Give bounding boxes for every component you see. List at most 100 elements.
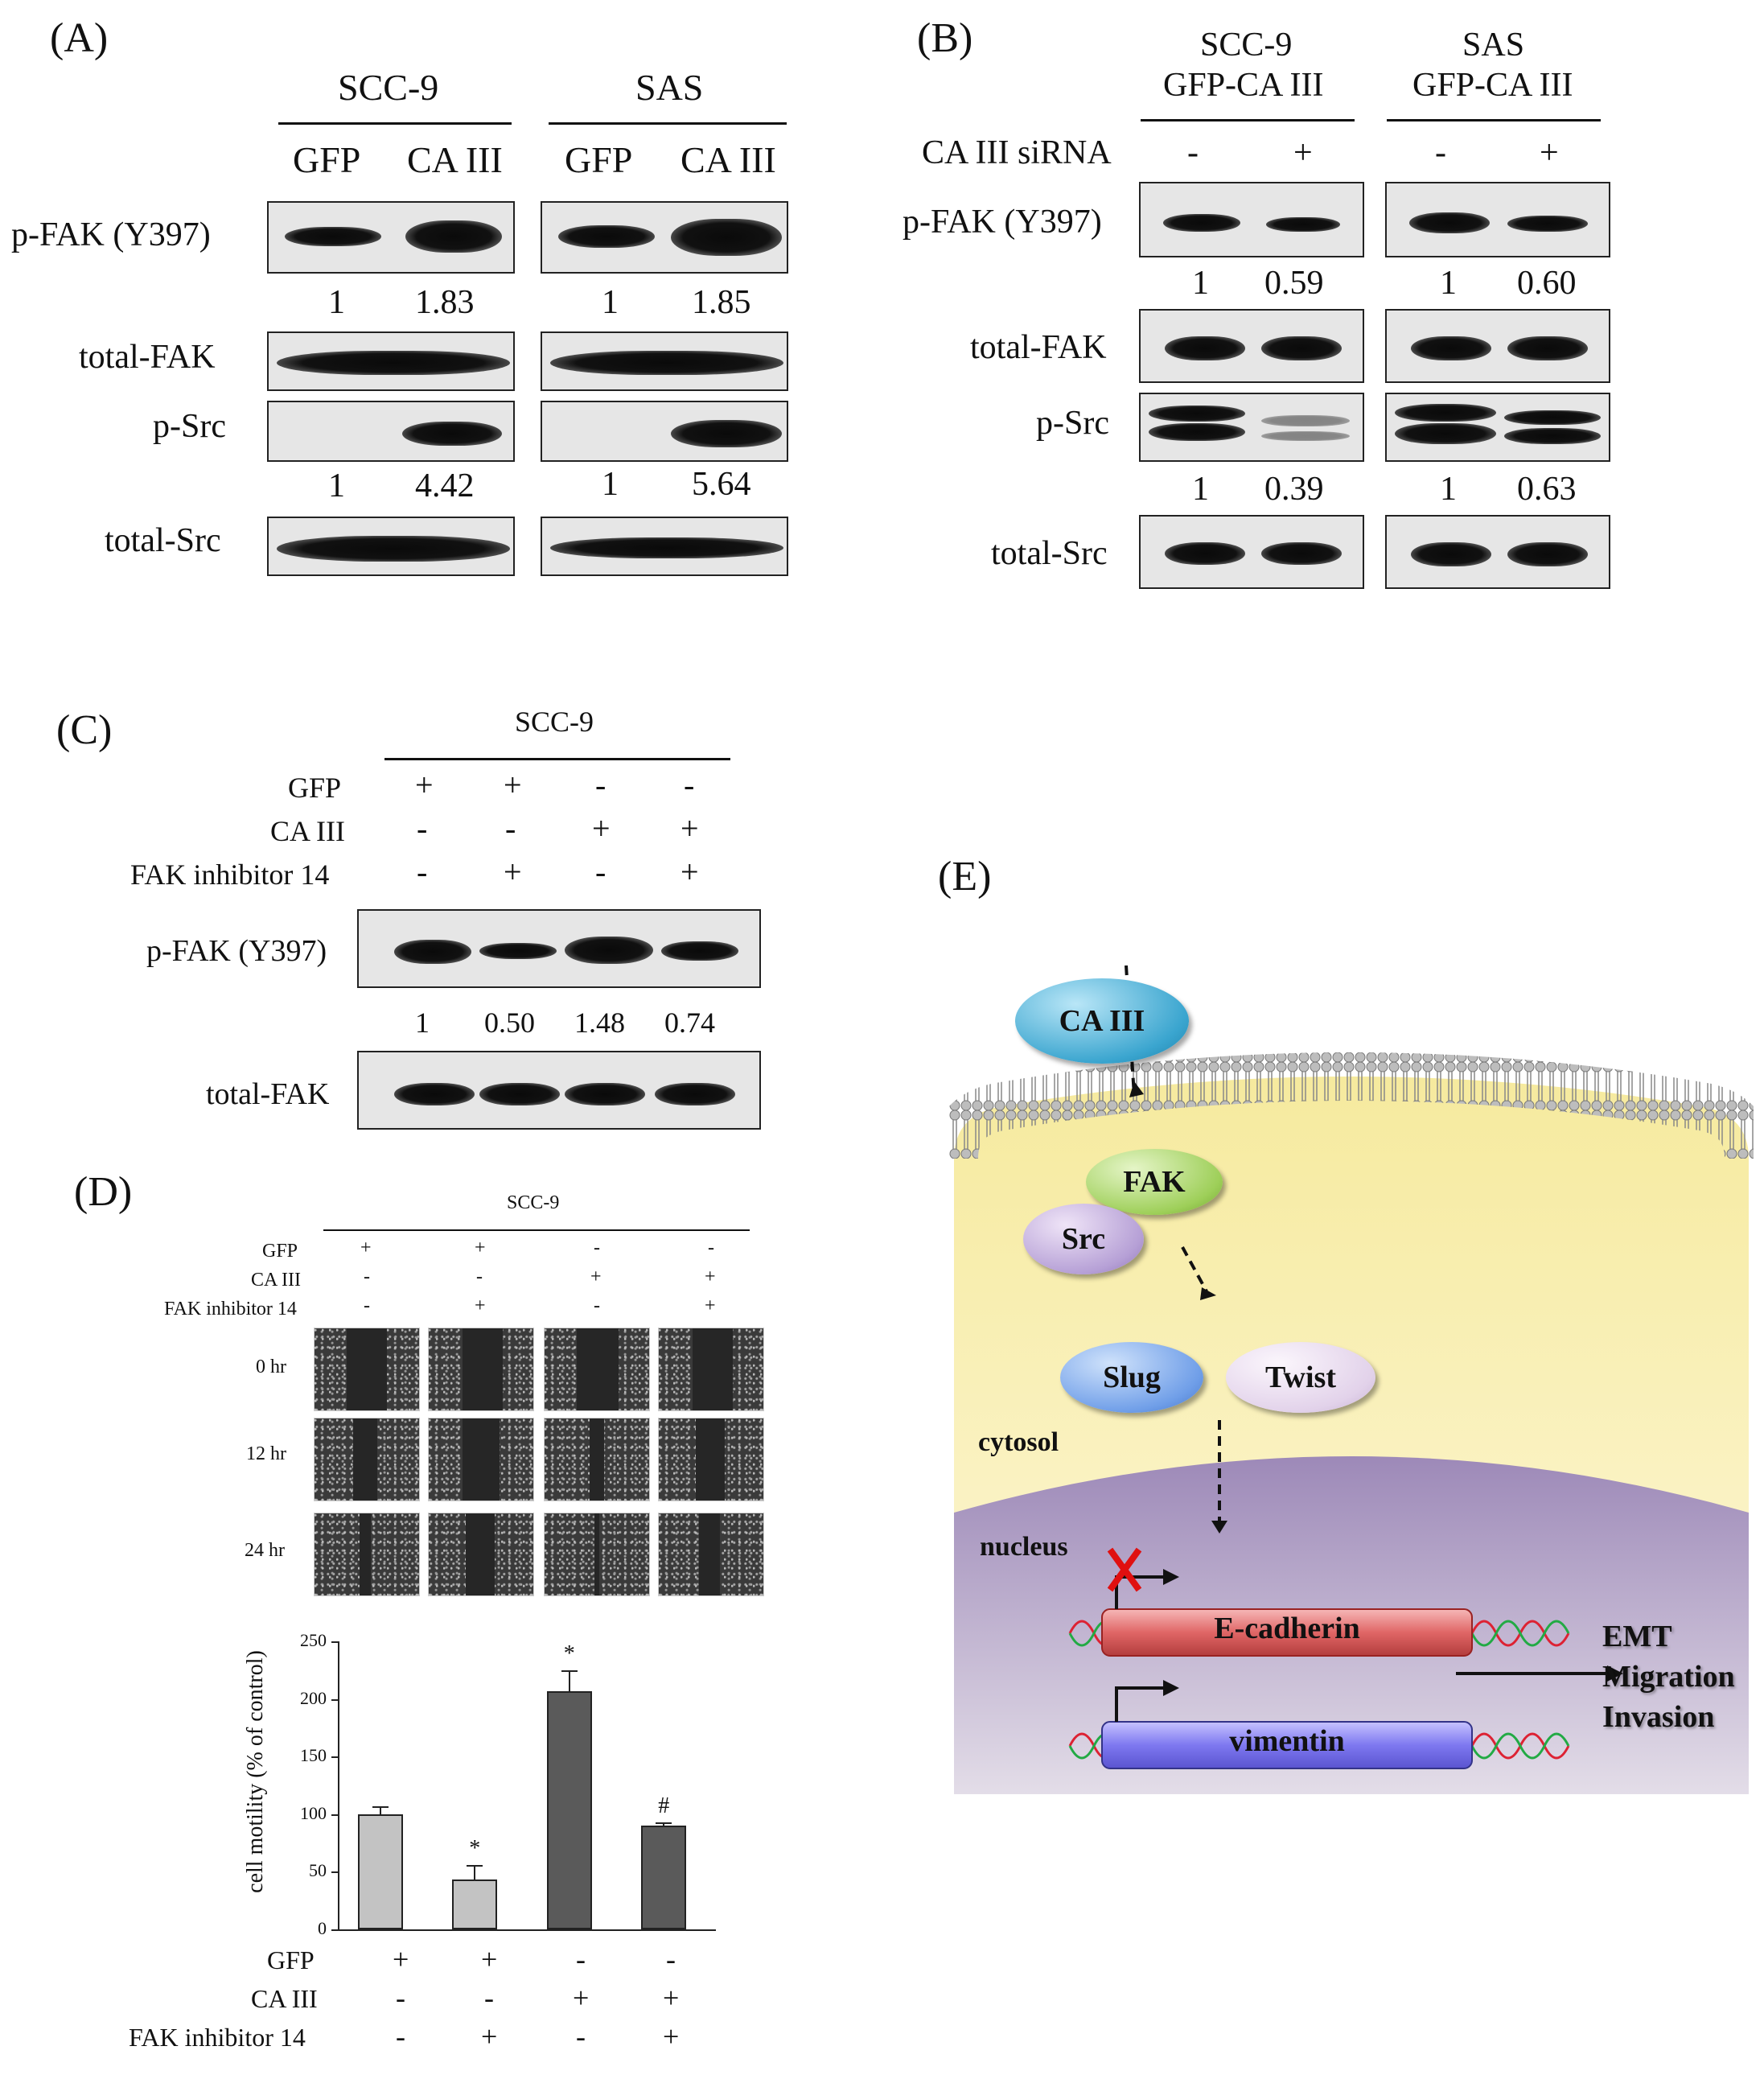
condition-sign: + [475, 1237, 486, 1258]
quant-value: 1 [602, 284, 619, 321]
condition-sign: - [576, 2020, 586, 2052]
scratch-image [428, 1328, 534, 1411]
lane-label: GFP [293, 139, 361, 180]
scratch-image [658, 1513, 764, 1596]
condition-label: GFP [267, 1945, 315, 1974]
condition-label: GFP [288, 772, 342, 804]
node-slug: Slug [1060, 1342, 1203, 1413]
treatment-sign: - [1187, 134, 1199, 171]
gene-box-e-cadherin [1101, 1608, 1473, 1657]
western-blot [267, 517, 515, 576]
group-label-scc9: SCC-9 [338, 67, 439, 108]
timepoint-label: 12 hr [246, 1443, 286, 1464]
y-tick [331, 1871, 338, 1874]
condition-sign: - [576, 1943, 586, 1975]
condition-label: CA III [270, 815, 345, 847]
timepoint-label: 24 hr [245, 1540, 285, 1561]
panel-a-label: (A) [50, 15, 109, 61]
quant-value: 5.64 [692, 466, 751, 503]
outcome-migration: Migration [1602, 1660, 1735, 1694]
condition-sign: - [684, 767, 695, 803]
group-underline [384, 758, 730, 760]
row-label-psrc: p-Src [1036, 405, 1109, 442]
condition-label: CA III [251, 1270, 301, 1291]
western-blot [267, 201, 515, 274]
error-bar [474, 1864, 476, 1880]
western-blot [1385, 515, 1610, 589]
scratch-image [314, 1328, 420, 1411]
error-bar [663, 1822, 665, 1826]
node-fak: FAK [1086, 1149, 1223, 1215]
treatment-sign: + [1540, 134, 1559, 171]
y-tick-label: 50 [309, 1860, 327, 1881]
significance-marker: # [658, 1793, 670, 1818]
group-label-scc9: SCC-9 [507, 1192, 560, 1213]
quant-value: 1 [1192, 265, 1209, 302]
row-label-totalsrc: total-Src [991, 535, 1108, 572]
western-blot [541, 517, 788, 576]
row-label-psrc: p-Src [153, 408, 226, 445]
y-axis-label: cell motility (% of control) [243, 1650, 268, 1893]
scratch-image [314, 1418, 420, 1501]
scratch-image [658, 1418, 764, 1501]
quant-value: 4.42 [415, 467, 475, 504]
quant-value: 1 [1440, 471, 1457, 508]
group-label-scc9: SCC-9 [515, 706, 594, 738]
error-bar-cap [656, 1822, 672, 1824]
outcome-emt: EMT [1602, 1620, 1672, 1653]
condition-sign: - [484, 1982, 494, 2014]
y-tick-label: 0 [318, 1918, 327, 1938]
y-tick-label: 200 [300, 1687, 327, 1708]
significance-marker: * [469, 1835, 481, 1861]
condition-sign: - [417, 810, 428, 846]
bar [452, 1879, 498, 1929]
condition-sign: - [476, 1266, 483, 1287]
x-axis [338, 1929, 716, 1931]
condition-sign: - [708, 1237, 714, 1258]
row-label-totalfak: total-FAK [206, 1077, 330, 1111]
scratch-image [428, 1418, 534, 1501]
outcome-invasion: Invasion [1602, 1700, 1715, 1734]
western-blot [541, 201, 788, 274]
western-blot [357, 1051, 761, 1130]
quant-value: 0.60 [1517, 265, 1577, 302]
quant-value: 0.50 [484, 1007, 535, 1039]
quant-value: 1 [328, 467, 345, 504]
row-label-pfak: p-FAK (Y397) [903, 204, 1102, 241]
quant-value: 1.83 [415, 284, 475, 321]
panel-c-label: (C) [56, 707, 113, 753]
scratch-image [544, 1513, 650, 1596]
condition-sign: - [594, 1295, 600, 1316]
error-bar-cap [467, 1864, 483, 1867]
western-blot [1385, 309, 1610, 383]
y-tick-label: 150 [300, 1745, 327, 1766]
group-underline [1387, 119, 1601, 121]
group-sub-label: GFP-CA III [1412, 67, 1573, 104]
condition-sign: - [594, 1237, 600, 1258]
node-ca3: CA III [1015, 978, 1189, 1064]
y-tick [331, 1641, 338, 1643]
group-underline [323, 1229, 750, 1231]
condition-sign: + [590, 1266, 602, 1287]
condition-sign: - [666, 1943, 676, 1975]
y-tick [331, 1814, 338, 1816]
lane-label: GFP [565, 139, 633, 180]
row-label-totalfak: total-FAK [79, 339, 216, 376]
group-underline [1141, 119, 1355, 121]
error-bar-cap [561, 1669, 578, 1672]
y-tick-label: 100 [300, 1802, 327, 1823]
quant-value: 0.63 [1517, 471, 1577, 508]
western-blot [541, 331, 788, 391]
row-label-totalfak: total-FAK [970, 329, 1107, 366]
quant-value: 1 [1192, 471, 1209, 508]
condition-sign: - [505, 810, 516, 846]
y-axis [338, 1641, 339, 1929]
gene-label-e-cadherin: E-cadherin [1214, 1612, 1360, 1645]
western-blot [1385, 393, 1610, 462]
y-tick [331, 1698, 338, 1701]
group-label-scc9: SCC-9 [1200, 27, 1293, 64]
group-underline [549, 122, 787, 125]
scratch-image [314, 1513, 420, 1596]
quant-value: 1 [415, 1007, 430, 1039]
condition-sign: + [393, 1943, 409, 1975]
